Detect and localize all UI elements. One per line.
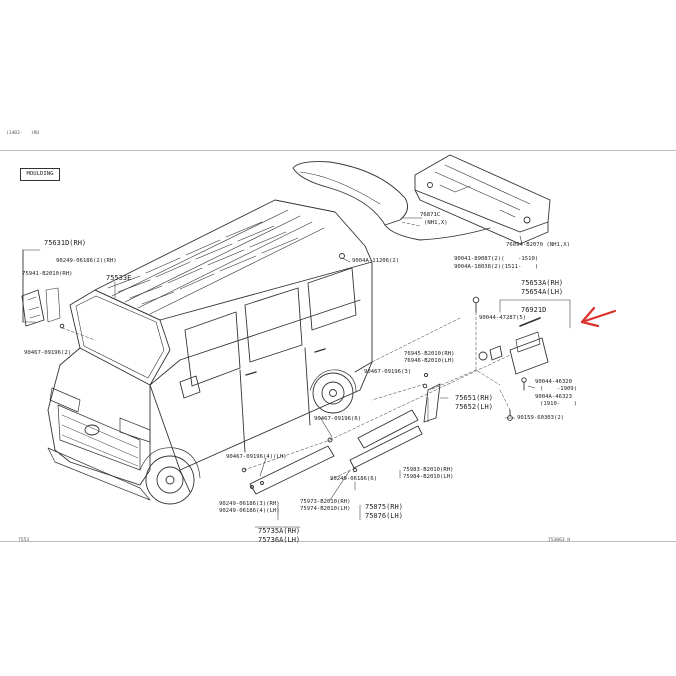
label-75983: 75983-B2010(RH) bbox=[403, 467, 454, 473]
label-75651: 75651(RH) bbox=[455, 394, 493, 402]
label-9004a-11206: 9004A-11206(2) bbox=[352, 258, 400, 264]
rear-spoiler bbox=[292, 161, 491, 241]
label-75533e: 75533E bbox=[106, 274, 132, 282]
bottom-rule bbox=[0, 541, 676, 542]
spoiler-bracket bbox=[414, 154, 551, 245]
label-90041: 90041-89087(2)( -1510) bbox=[454, 256, 539, 262]
label-75735a: 75735A(RH) bbox=[258, 527, 301, 535]
label-75974: 75974-B2010(LH) bbox=[300, 506, 351, 512]
label-90159: 90159-60303(2) bbox=[517, 415, 565, 421]
moulding-clips bbox=[327, 372, 429, 473]
label-76871c-note: (NH1,X) bbox=[424, 220, 448, 226]
label-90467-mid: 90467-09196(3) bbox=[364, 369, 412, 375]
label-90044-46320-range: ( -1909) bbox=[540, 386, 578, 392]
rear-quarter-moulding bbox=[422, 383, 441, 423]
label-90249-4: 90249-06186(4)(LH) bbox=[219, 508, 280, 514]
label-75654a: 75654A(LH) bbox=[521, 288, 564, 296]
header-code: (1402- )RU bbox=[6, 131, 40, 136]
van-body bbox=[47, 199, 373, 505]
label-76871c: 76871C bbox=[420, 212, 441, 218]
label-90044-47287: 90044-47287(5) bbox=[479, 315, 527, 321]
label-9004a-18038: 9004A-18038(2)(1511- ) bbox=[454, 264, 539, 270]
label-75653a: 75653A(RH) bbox=[521, 279, 564, 287]
front-door-moulding bbox=[241, 445, 335, 495]
section-tag: MOULDING bbox=[20, 168, 60, 181]
label-75652: 75652(LH) bbox=[455, 403, 493, 411]
label-90249-top: 90249-06186(2)(RH) bbox=[56, 258, 117, 264]
label-75973: 75973-B2010(RH) bbox=[300, 499, 351, 505]
label-90044-46320: 90044-46320 bbox=[535, 379, 573, 385]
label-76945: 76945-B2010(RH) bbox=[404, 351, 455, 357]
label-75941: 75941-B2010(RH) bbox=[22, 271, 73, 277]
label-75984: 75984-B2010(LH) bbox=[403, 474, 454, 480]
label-90467-lh: 90467-09196(4)(LH) bbox=[226, 454, 287, 460]
label-90249-6: 90249-06186(6) bbox=[330, 476, 378, 482]
slide-door-moulding bbox=[349, 409, 423, 469]
annotation-arrow bbox=[580, 306, 617, 328]
label-90249-3: 90249-06186(3)(RH) bbox=[219, 501, 280, 507]
label-90467-6: 90467-09196(6) bbox=[314, 416, 362, 422]
footer-right: 753063 H bbox=[548, 538, 571, 543]
top-rule bbox=[0, 150, 676, 151]
label-76946: 76946-B2010(LH) bbox=[404, 358, 455, 364]
label-76921d: 76921D bbox=[521, 306, 547, 314]
leader-lines bbox=[61, 221, 511, 481]
label-9004a-46323-range: (1910- ) bbox=[540, 401, 578, 407]
label-76094: 76094-B2070 (NH1,X) bbox=[506, 242, 570, 248]
label-75076: 75076(LH) bbox=[365, 512, 403, 520]
footer-left: 7553 bbox=[18, 538, 30, 543]
front-pillar-moulding bbox=[21, 249, 65, 329]
label-75736a: 75736A(LH) bbox=[258, 536, 301, 544]
label-75075: 75075(RH) bbox=[365, 503, 403, 511]
label-90467-left: 90467-09196(2) bbox=[24, 350, 72, 356]
label-9004a-46323: 9004A-46323 bbox=[535, 394, 573, 400]
label-75631d: 75631D(RH) bbox=[44, 239, 87, 247]
